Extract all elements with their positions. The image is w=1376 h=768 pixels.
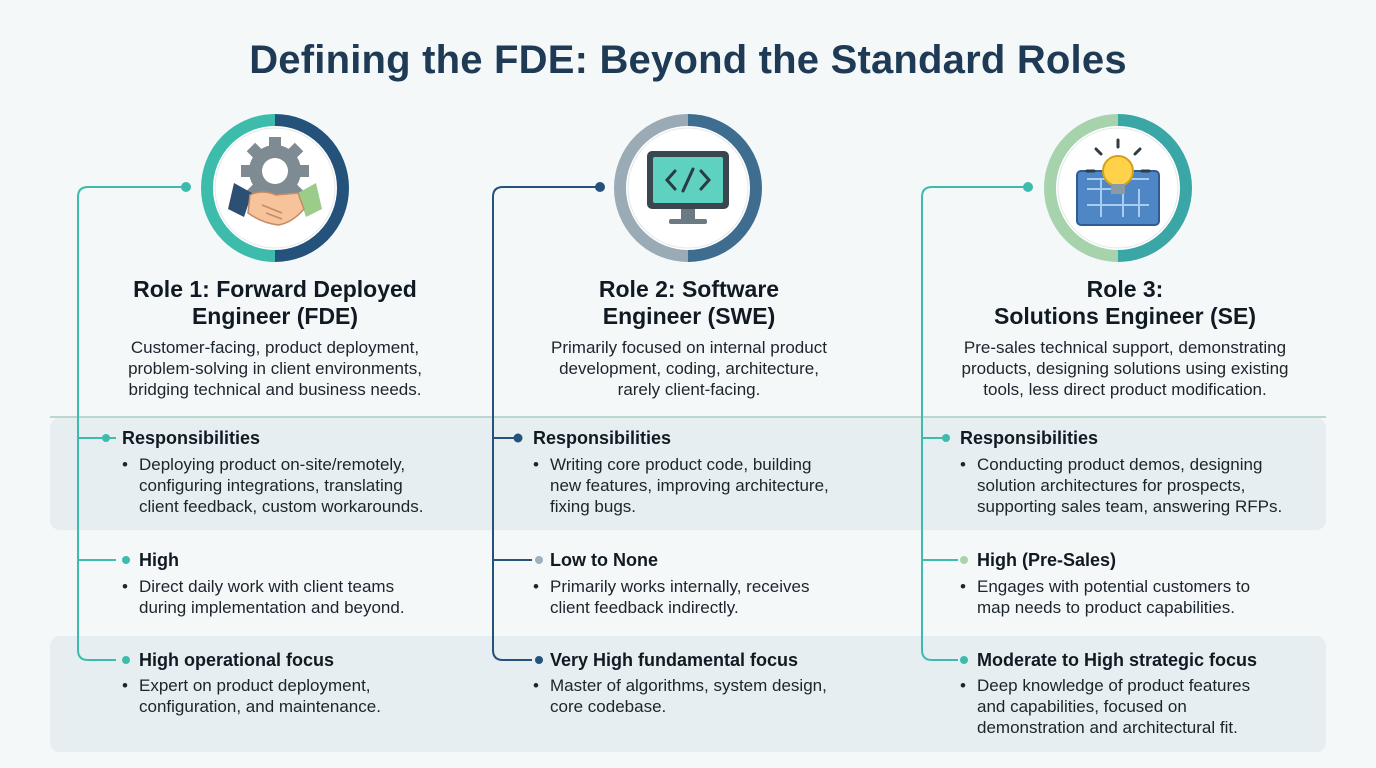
role-1-dot-1 xyxy=(102,434,110,442)
role-3-dot-1 xyxy=(942,434,950,442)
role-1-focus-heading: High operational focus xyxy=(139,650,335,670)
role-1-connector xyxy=(77,186,186,661)
role-3-focus-text: • Deep knowledge of product features and… xyxy=(960,676,1251,737)
role-2-top-dot xyxy=(595,182,605,192)
role-2-dot-3 xyxy=(535,656,543,664)
role-2-focus-text: • Master of algorithms, system design, c… xyxy=(533,676,827,716)
role-1-dot-2 xyxy=(122,556,130,564)
responsibilities-band xyxy=(50,418,1326,530)
role-2-engagement-text: • Primarily works internally, receives c… xyxy=(533,577,810,617)
role-2-responsibilities-text: • Writing core product code, building ne… xyxy=(533,455,829,516)
role-3-engagement-heading: High (Pre-Sales) xyxy=(977,550,1117,570)
role-2-connector xyxy=(492,186,600,661)
code-monitor-icon xyxy=(614,114,762,262)
role-1-description: Customer-facing, product deployment,prob… xyxy=(128,338,422,399)
handshake-gear-icon xyxy=(201,114,349,262)
role-2-focus-heading: Very High fundamental focus xyxy=(550,650,799,670)
role-2-engagement-heading: Low to None xyxy=(550,550,658,570)
role-3-focus-heading: Moderate to High strategic focus xyxy=(977,650,1258,670)
role-2-dot-1 xyxy=(513,433,523,443)
role-3-dot-2 xyxy=(960,556,968,564)
role-1-responsibilities-heading: Responsibilities xyxy=(122,428,261,448)
page-title: Defining the FDE: Beyond the Standard Ro… xyxy=(249,38,1127,82)
role-3-responsibilities-text: • Conducting product demos, designing so… xyxy=(960,455,1283,516)
role-2-responsibilities-heading: Responsibilities xyxy=(533,428,672,448)
role-3-dot-3 xyxy=(960,656,968,664)
role-3-engagement-text: • Engages with potential customers to ma… xyxy=(960,577,1251,617)
role-1-engagement-heading: High xyxy=(139,550,179,570)
section-divider xyxy=(50,416,1326,418)
role-2-icon-badge xyxy=(613,113,763,263)
role-2-dot-2 xyxy=(535,556,543,564)
role-1-engagement-text: • Direct daily work with client teams du… xyxy=(122,577,405,617)
role-1-icon-badge xyxy=(200,113,350,263)
role-3-description: Pre-sales technical support, demonstrati… xyxy=(961,338,1289,399)
role-3-icon-badge xyxy=(1043,113,1193,263)
role-3-responsibilities-heading: Responsibilities xyxy=(960,428,1099,448)
focus-band xyxy=(50,636,1326,752)
role-1-top-dot xyxy=(181,182,191,192)
role-3-title: Role 3:Solutions Engineer (SE) xyxy=(994,276,1256,329)
role-1-focus-text: • Expert on product deployment, configur… xyxy=(122,676,381,716)
role-1-responsibilities-text: • Deploying product on-site/remotely, co… xyxy=(122,455,424,516)
lightbulb-blueprint-icon xyxy=(1044,114,1192,262)
role-3-top-dot xyxy=(1023,182,1033,192)
role-1-dot-3 xyxy=(122,656,130,664)
role-3-connector xyxy=(921,186,1028,661)
